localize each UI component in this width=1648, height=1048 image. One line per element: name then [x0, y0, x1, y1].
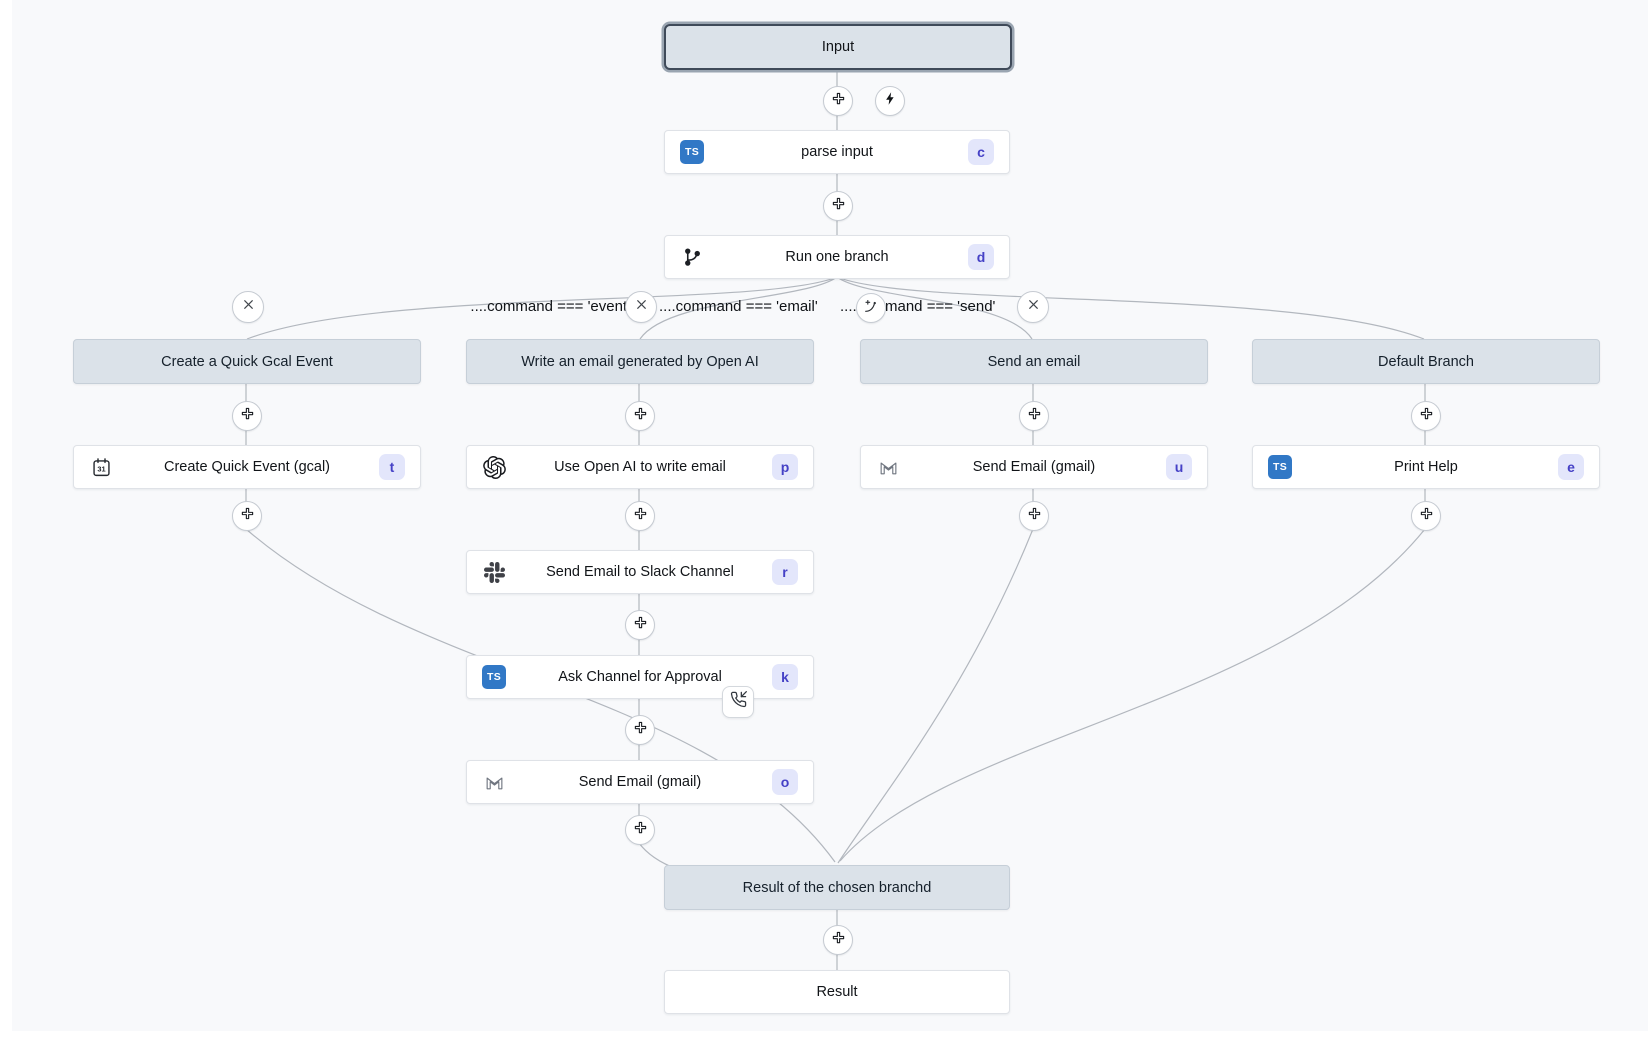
branch-header-default[interactable]: Default Branch [1252, 339, 1600, 384]
delete-branch-button[interactable] [1017, 291, 1049, 323]
step-label: Run one branch [785, 249, 889, 265]
step-label: Send Email (gmail) [972, 459, 1096, 475]
plus-icon [633, 615, 648, 635]
step-id-badge: c [968, 139, 994, 165]
calendar-icon: 31 [89, 455, 113, 479]
add-step-button[interactable] [823, 191, 853, 221]
trigger-button[interactable] [875, 86, 905, 116]
step-label: Create Quick Event (gcal) [163, 459, 330, 475]
gmail-icon [876, 455, 900, 479]
step-id-badge: k [772, 664, 798, 690]
typescript-icon: TS [482, 665, 506, 689]
result-node-label: Result [816, 984, 858, 1000]
plus-icon [240, 506, 255, 526]
add-step-button[interactable] [1019, 401, 1049, 431]
plus-icon [633, 720, 648, 740]
canvas-left-gutter [0, 0, 12, 1048]
git-branch-icon [680, 245, 704, 269]
step-openai-write-email[interactable]: Use Open AI to write email p [466, 445, 814, 489]
step-id-badge: e [1558, 454, 1584, 480]
branch-condition-email: ....command === 'email' [659, 298, 818, 315]
add-step-button[interactable] [1411, 501, 1441, 531]
slack-icon [482, 560, 506, 584]
add-branch-button[interactable] [856, 293, 886, 323]
delete-branch-button[interactable] [232, 291, 264, 323]
bolt-icon [883, 91, 898, 111]
step-id-badge: r [772, 559, 798, 585]
add-branch-icon [863, 298, 879, 319]
typescript-icon: TS [680, 140, 704, 164]
result-chosen-branch-node[interactable]: Result of the chosen branch d [664, 865, 1010, 910]
close-icon [635, 298, 648, 316]
step-id-badge: t [379, 454, 405, 480]
plus-icon [1419, 506, 1434, 526]
plus-icon [831, 930, 846, 950]
plus-icon [633, 506, 648, 526]
canvas-bottom-gutter [0, 1031, 1648, 1048]
phone-incoming-icon [730, 691, 747, 713]
step-ask-approval[interactable]: TS Ask Channel for Approval k [466, 655, 814, 699]
node-label: Result of the chosen branch [742, 879, 924, 896]
add-step-button[interactable] [1019, 501, 1049, 531]
add-step-button[interactable] [625, 501, 655, 531]
branch-condition-event: ....command === 'event' [470, 298, 630, 315]
plus-icon [1027, 506, 1042, 526]
add-step-button[interactable] [625, 401, 655, 431]
step-label: Send Email (gmail) [578, 774, 702, 790]
flow-input-node[interactable]: Input [664, 24, 1012, 70]
gmail-icon [482, 770, 506, 794]
step-id-badge: o [772, 769, 798, 795]
step-parse-input[interactable]: TS parse input c [664, 130, 1010, 174]
add-step-button[interactable] [1411, 401, 1441, 431]
step-id-badge: p [772, 454, 798, 480]
plus-icon [831, 91, 846, 111]
typescript-icon: TS [1268, 455, 1292, 479]
plus-icon [240, 406, 255, 426]
add-step-button[interactable] [823, 925, 853, 955]
plus-icon [1419, 406, 1434, 426]
branch-header-send-email[interactable]: Send an email [860, 339, 1208, 384]
step-create-quick-event[interactable]: 31 Create Quick Event (gcal) t [73, 445, 421, 489]
step-label: Send Email to Slack Channel [546, 564, 734, 580]
step-id-badge: d [923, 879, 932, 896]
suspend-approval-indicator [722, 686, 754, 718]
close-icon [242, 298, 255, 316]
step-run-one-branch[interactable]: Run one branch d [664, 235, 1010, 279]
add-step-button[interactable] [625, 610, 655, 640]
add-step-button[interactable] [232, 401, 262, 431]
plus-icon [633, 820, 648, 840]
plus-icon [633, 406, 648, 426]
step-label: Use Open AI to write email [554, 459, 726, 475]
flow-result-node[interactable]: Result [664, 970, 1010, 1014]
close-icon [1027, 298, 1040, 316]
step-id-badge: u [1166, 454, 1192, 480]
openai-icon [482, 455, 506, 479]
step-slack-channel[interactable]: Send Email to Slack Channel r [466, 550, 814, 594]
add-step-button[interactable] [232, 501, 262, 531]
add-step-button[interactable] [625, 715, 655, 745]
step-send-email-gmail[interactable]: Send Email (gmail) o [466, 760, 814, 804]
delete-branch-button[interactable] [625, 291, 657, 323]
step-send-email-gmail[interactable]: Send Email (gmail) u [860, 445, 1208, 489]
step-print-help[interactable]: TS Print Help e [1252, 445, 1600, 489]
branch-header-openai[interactable]: Write an email generated by Open AI [466, 339, 814, 384]
plus-icon [1027, 406, 1042, 426]
step-label: Print Help [1394, 459, 1458, 475]
plus-icon [831, 196, 846, 216]
input-node-label: Input [821, 39, 855, 55]
step-id-badge: d [968, 244, 994, 270]
step-label: parse input [801, 144, 873, 160]
svg-text:31: 31 [97, 464, 105, 473]
add-step-button[interactable] [625, 815, 655, 845]
add-step-button[interactable] [823, 86, 853, 116]
branch-header-gcal[interactable]: Create a Quick Gcal Event [73, 339, 421, 384]
step-label: Ask Channel for Approval [558, 669, 722, 685]
